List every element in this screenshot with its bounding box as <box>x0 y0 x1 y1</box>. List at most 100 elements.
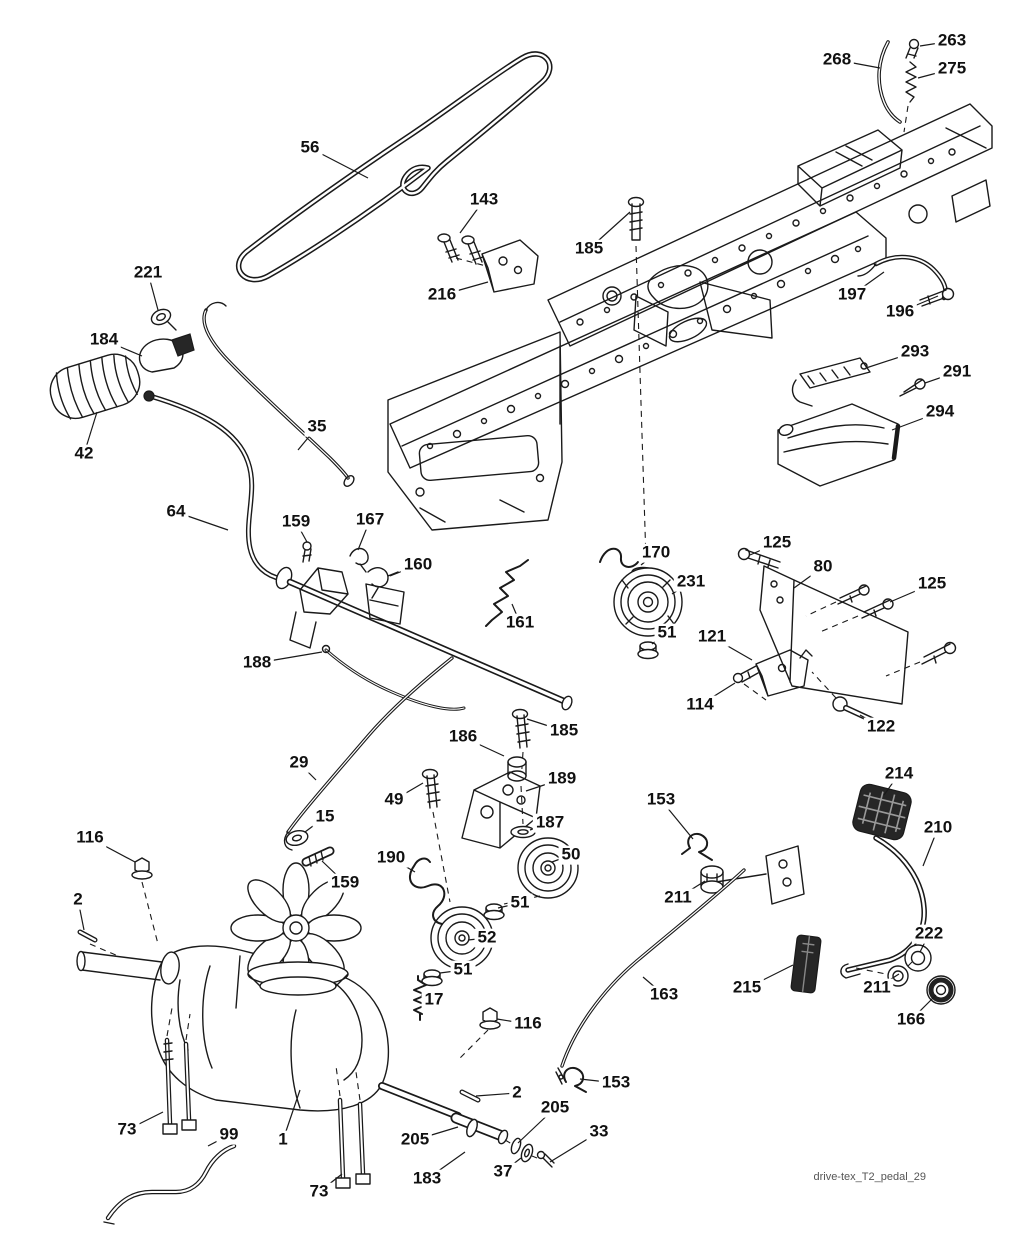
part-label-50: 50 <box>558 845 584 865</box>
part-231-pulley <box>613 567 683 637</box>
part-label-125: 125 <box>914 574 950 594</box>
part-label-64: 64 <box>163 502 189 522</box>
part-159-pin-b <box>301 846 335 867</box>
part-275-spring <box>903 61 917 133</box>
part-186-spacer <box>507 756 527 782</box>
part-205-washers <box>466 1118 522 1155</box>
part-label-214: 214 <box>881 764 917 784</box>
part-263-bolt <box>905 38 920 59</box>
part-73-bolts-bottom <box>335 1065 371 1189</box>
pedal-bracket <box>715 845 805 905</box>
part-label-80: 80 <box>810 557 836 577</box>
part-label-167: 167 <box>352 510 388 530</box>
part-222-bearing <box>904 944 932 972</box>
part-215-key <box>790 934 822 994</box>
part-label-205: 205 <box>397 1130 433 1150</box>
part-33-pin <box>504 1139 555 1168</box>
part-294-guard <box>777 403 901 487</box>
part-17-spring <box>413 975 427 1021</box>
part-label-185: 185 <box>546 721 582 741</box>
part-label-1: 1 <box>275 1130 291 1150</box>
part-label-222: 222 <box>911 924 947 944</box>
part-210-pedal-arm <box>840 835 927 979</box>
part-label-160: 160 <box>400 555 436 575</box>
part-label-153: 153 <box>643 790 679 810</box>
part-2-pin-b <box>459 1089 481 1103</box>
part-label-263: 263 <box>934 31 970 51</box>
part-label-159: 159 <box>327 873 363 893</box>
part-51-nut-a <box>637 641 659 660</box>
part-121-bracket <box>755 649 813 697</box>
part-label-275: 275 <box>934 59 970 79</box>
part-label-2: 2 <box>70 890 86 910</box>
part-label-51: 51 <box>507 893 533 913</box>
part-37-washer <box>520 1143 534 1163</box>
part-label-215: 215 <box>729 978 765 998</box>
part-label-15: 15 <box>312 807 338 827</box>
part-label-122: 122 <box>863 717 899 737</box>
part-80-bracket <box>759 565 909 705</box>
part-label-153: 153 <box>598 1073 634 1093</box>
part-label-2: 2 <box>509 1083 525 1103</box>
part-label-294: 294 <box>922 402 958 422</box>
part-161-spring <box>485 559 529 627</box>
part-label-163: 163 <box>646 985 682 1005</box>
part-label-114: 114 <box>683 695 717 715</box>
part-label-187: 187 <box>532 813 568 833</box>
part-label-52: 52 <box>474 928 500 948</box>
part-label-143: 143 <box>466 190 502 210</box>
part-label-35: 35 <box>304 417 330 437</box>
part-73-bolts-left <box>162 1007 197 1135</box>
part-label-190: 190 <box>373 848 409 868</box>
part-196-bolt <box>919 287 955 307</box>
part-label-211: 211 <box>860 978 894 998</box>
part-label-125: 125 <box>759 533 795 553</box>
part-label-184: 184 <box>86 330 122 350</box>
part-15-washer <box>285 829 309 847</box>
part-label-268: 268 <box>819 50 855 70</box>
part-label-205: 205 <box>537 1098 573 1118</box>
part-label-51: 51 <box>450 960 476 980</box>
part-51-nut-b <box>483 895 541 921</box>
part-122-pin <box>811 671 875 723</box>
frame <box>387 103 993 531</box>
part-label-51: 51 <box>654 623 680 643</box>
part-116-nut-a <box>131 857 159 945</box>
part-125-bolts-b <box>805 584 957 677</box>
part-label-33: 33 <box>586 1122 612 1142</box>
part-label-196: 196 <box>882 302 918 322</box>
part-label-29: 29 <box>286 753 312 773</box>
part-label-291: 291 <box>939 362 975 382</box>
part-label-73: 73 <box>306 1182 332 1202</box>
part-160-clip <box>367 567 399 599</box>
part-label-121: 121 <box>694 627 730 647</box>
part-197-rod <box>857 254 948 301</box>
part-56-belt <box>236 51 553 283</box>
part-184-knob <box>138 333 195 373</box>
part-label-293: 293 <box>897 342 933 362</box>
lever-plates <box>289 567 405 649</box>
part-label-186: 186 <box>445 727 481 747</box>
part-211-bushing-a <box>700 865 724 894</box>
part-29-rod <box>283 656 454 851</box>
part-49-bolt <box>421 768 451 903</box>
part-163-rod <box>555 868 746 1085</box>
part-99-rod <box>103 1143 237 1225</box>
part-label-73: 73 <box>114 1120 140 1140</box>
part-188-rod <box>321 644 466 711</box>
part-185-bolt-b <box>511 708 531 783</box>
part-216-bracket <box>481 239 539 293</box>
part-label-116: 116 <box>511 1014 545 1034</box>
part-125-bolt-a <box>737 547 781 569</box>
part-143-bolts <box>437 233 487 267</box>
part-167-clip <box>349 547 369 573</box>
part-label-210: 210 <box>920 818 956 838</box>
part-35-rod <box>202 301 355 487</box>
part-label-116: 116 <box>73 828 107 848</box>
part-189-bracket <box>461 771 541 849</box>
part-153-clip-a <box>681 832 713 861</box>
part-183-shaft <box>450 1112 509 1145</box>
part-268-wire <box>877 40 902 124</box>
part-label-231: 231 <box>673 572 709 592</box>
